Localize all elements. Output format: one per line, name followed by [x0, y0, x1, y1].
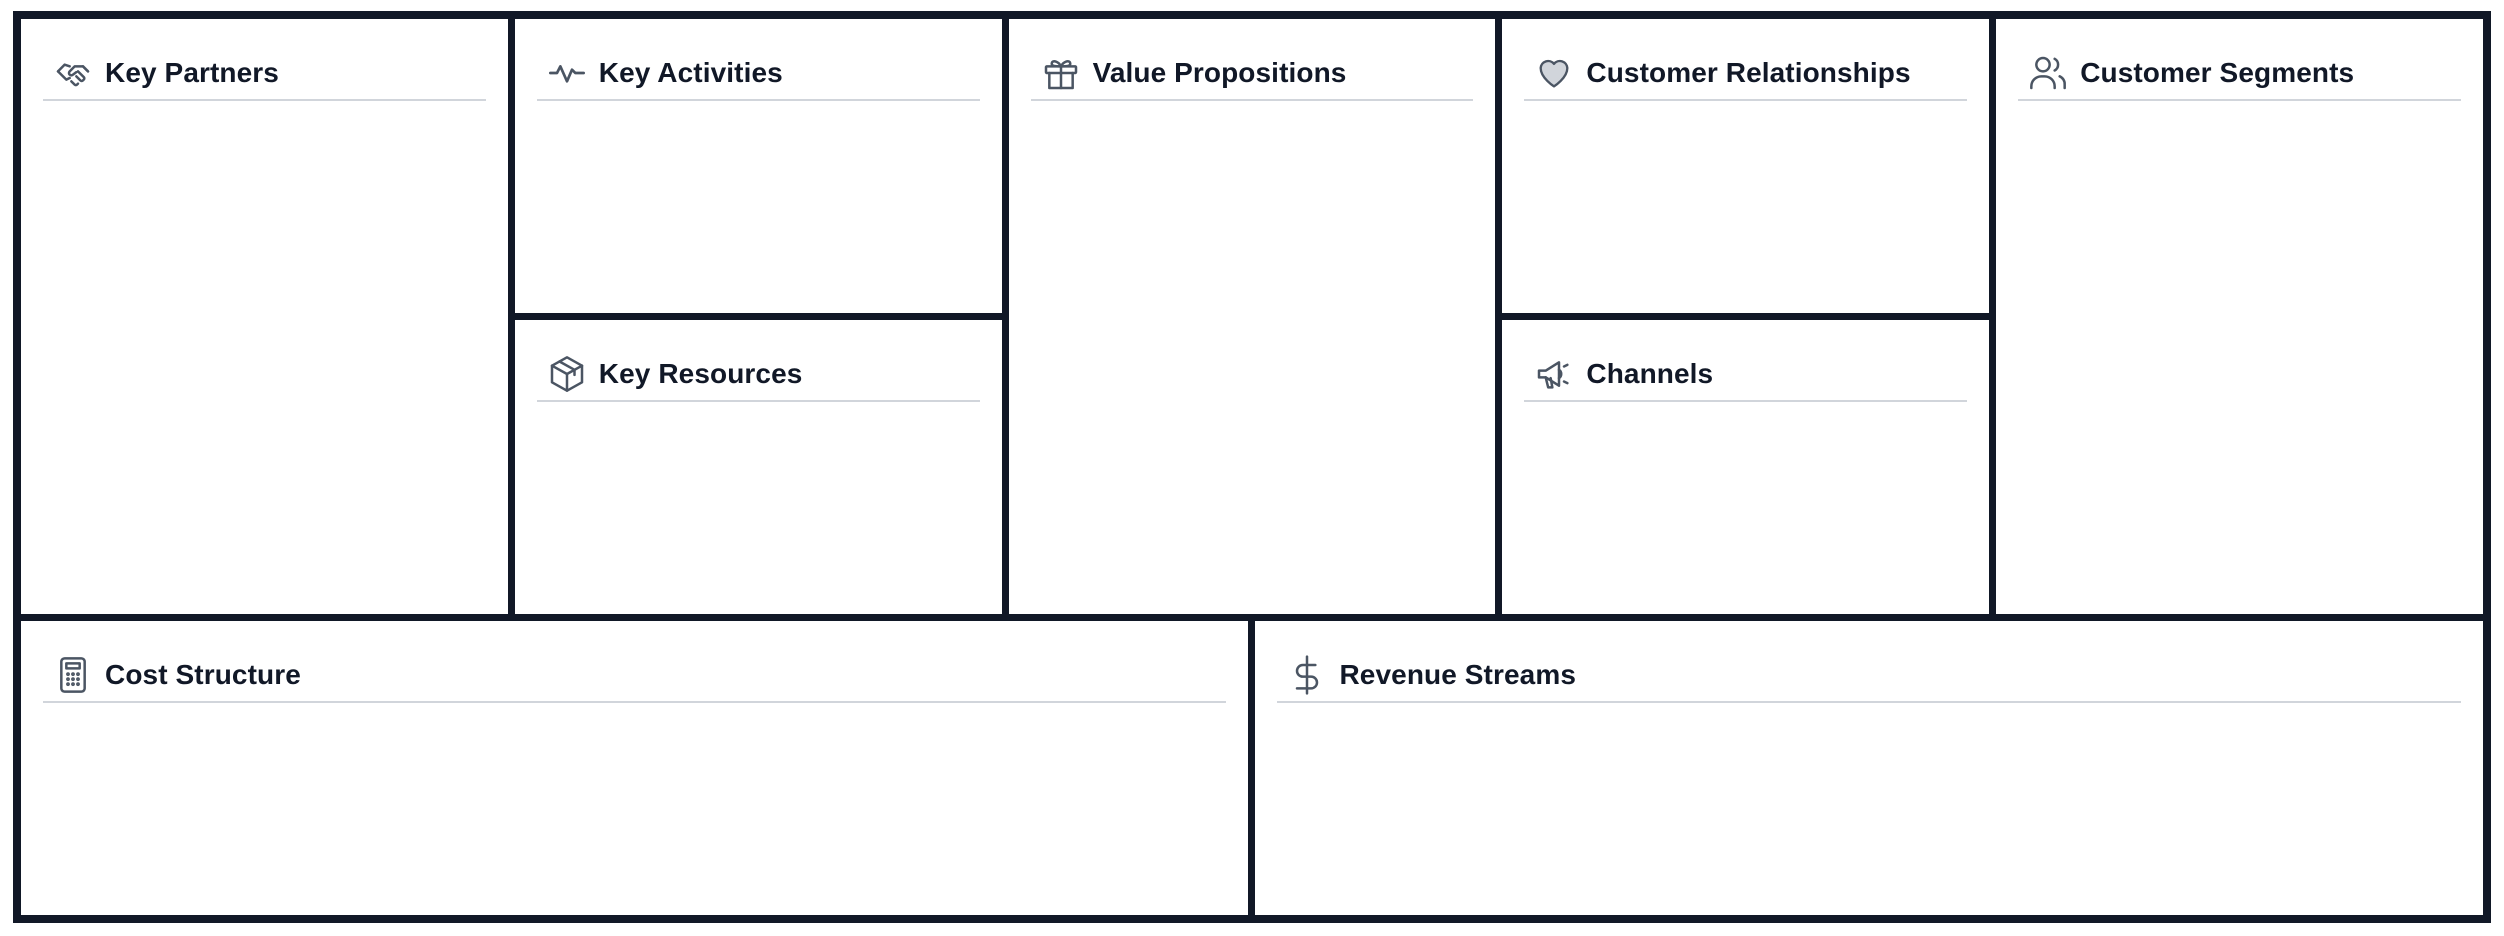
handshake-icon: [53, 53, 93, 93]
key-activities-header: Key Activities: [536, 47, 980, 101]
key-resources-title: Key Resources: [598, 358, 803, 389]
revenue-streams-title: Revenue Streams: [1339, 659, 1576, 690]
customer-relationships-block[interactable]: Customer Relationships: [1502, 19, 1990, 313]
customer-segments-title: Customer Segments: [2080, 57, 2355, 88]
calculator-icon: [53, 655, 93, 695]
revenue-streams-header: Revenue Streams: [1277, 649, 2461, 703]
key-resources-block[interactable]: Key Resources: [514, 320, 1002, 614]
customer-segments-content[interactable]: [2018, 103, 2461, 602]
key-partners-header: Key Partners: [43, 47, 486, 101]
key-resources-header: Key Resources: [536, 348, 980, 402]
value-propositions-block[interactable]: Value Propositions: [1008, 19, 1496, 614]
customer-segments-header: Customer Segments: [2018, 47, 2461, 101]
value-propositions-header: Value Propositions: [1030, 47, 1474, 101]
cost-structure-content[interactable]: [43, 705, 1226, 903]
revenue-streams-block[interactable]: Revenue Streams: [1255, 621, 2483, 915]
dollar-icon: [1287, 655, 1327, 695]
key-partners-content[interactable]: [43, 103, 486, 602]
key-partners-title: Key Partners: [105, 57, 279, 88]
key-resources-content[interactable]: [537, 404, 980, 602]
channels-content[interactable]: [1524, 404, 1967, 602]
customer-relationships-header: Customer Relationships: [1524, 47, 1968, 101]
customer-relationships-title: Customer Relationships: [1586, 57, 1911, 88]
revenue-streams-content[interactable]: [1277, 705, 2461, 903]
channels-title: Channels: [1586, 358, 1714, 389]
gift-icon: [1041, 53, 1081, 93]
key-partners-block[interactable]: Key Partners: [21, 19, 508, 614]
megaphone-icon: [1534, 354, 1574, 394]
activity-icon: [547, 53, 587, 93]
users-icon: [2028, 53, 2068, 93]
cost-structure-title: Cost Structure: [105, 659, 301, 690]
key-activities-block[interactable]: Key Activities: [514, 19, 1002, 313]
business-model-canvas: Key Partners Key Activities: [13, 11, 2491, 923]
cost-structure-header: Cost Structure: [43, 649, 1227, 703]
channels-block[interactable]: Channels: [1502, 320, 1990, 614]
heart-icon: [1534, 53, 1574, 93]
customer-relationships-content[interactable]: [1524, 103, 1967, 301]
key-activities-content[interactable]: [537, 103, 980, 301]
key-activities-title: Key Activities: [598, 57, 783, 88]
value-propositions-content[interactable]: [1031, 103, 1474, 602]
channels-header: Channels: [1524, 348, 1968, 402]
box-icon: [547, 354, 587, 394]
customer-segments-block[interactable]: Customer Segments: [1996, 19, 2483, 614]
bottom-row: Cost Structure Revenue Streams: [21, 621, 2483, 915]
value-propositions-title: Value Propositions: [1092, 57, 1347, 88]
cost-structure-block[interactable]: Cost Structure: [21, 621, 1249, 915]
